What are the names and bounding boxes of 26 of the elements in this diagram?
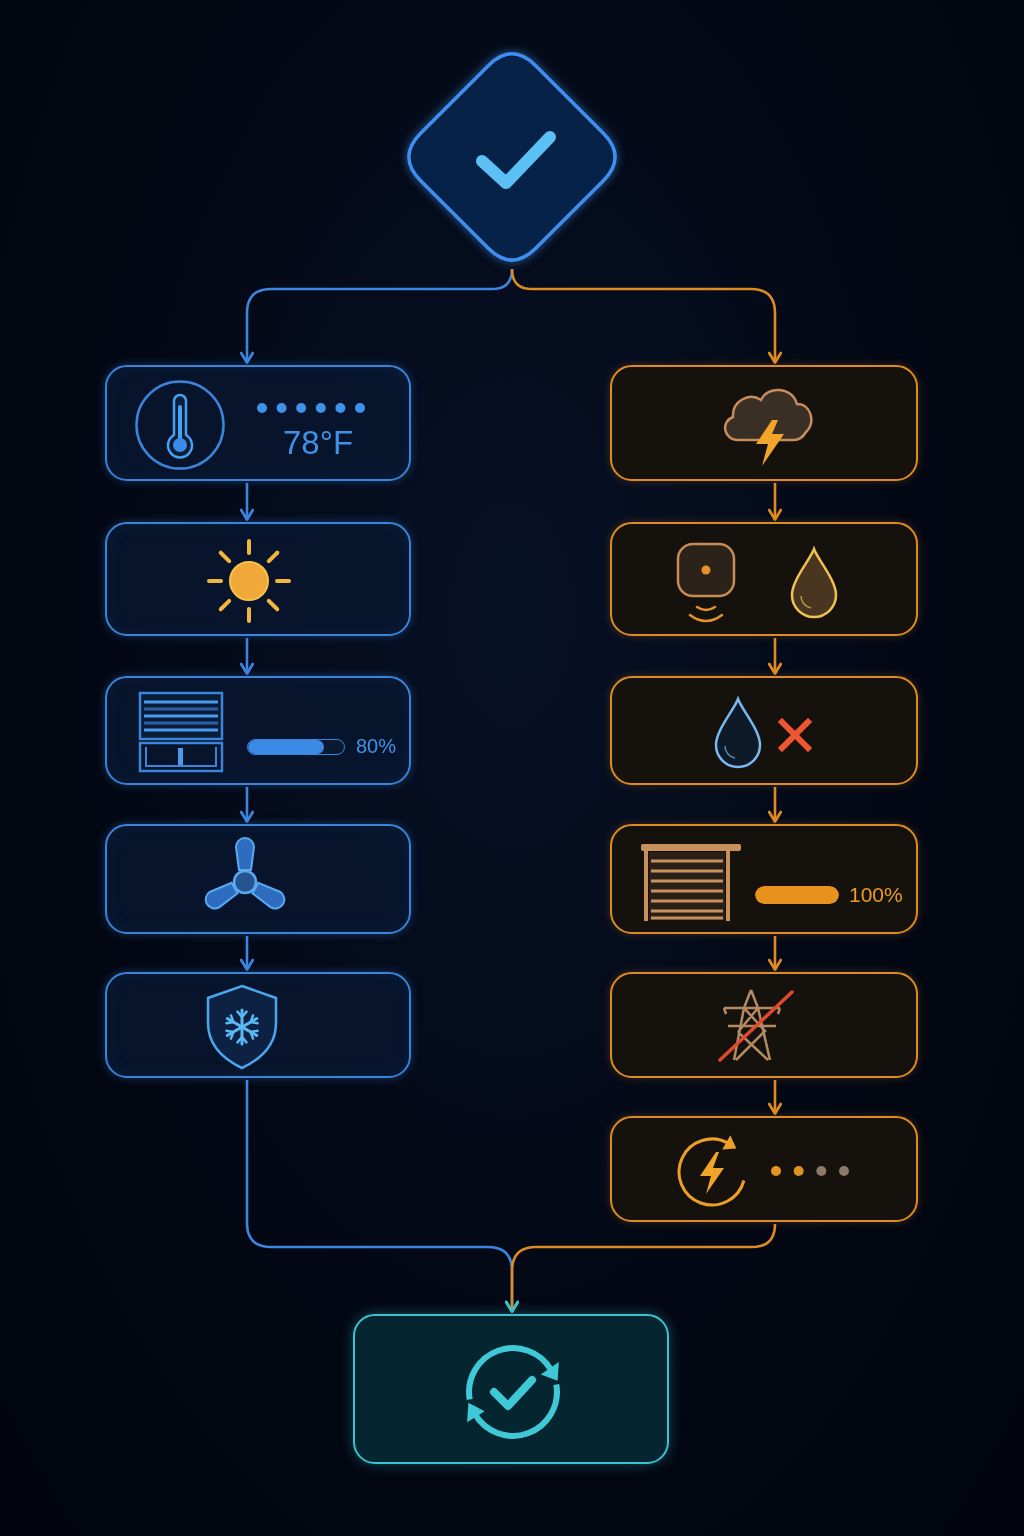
process-box xyxy=(610,1116,918,1222)
arrow xyxy=(767,638,783,675)
arrow xyxy=(239,936,255,971)
arrow xyxy=(239,483,255,521)
arrow xyxy=(510,267,783,364)
percentage-label: 100% xyxy=(849,883,903,907)
arrow xyxy=(767,787,783,823)
process-box xyxy=(610,365,918,481)
process-box xyxy=(105,824,411,934)
temperature-value: 78°F xyxy=(283,425,354,462)
process-box xyxy=(610,824,918,934)
arrow xyxy=(239,787,255,823)
process-box xyxy=(610,972,918,1078)
percentage-label: 80% xyxy=(356,735,397,757)
process-box xyxy=(105,972,411,1078)
process-box xyxy=(610,522,918,636)
process-box xyxy=(105,676,411,785)
arrow xyxy=(239,638,255,675)
process-box xyxy=(353,1314,669,1464)
process-box xyxy=(105,365,411,481)
arrow xyxy=(767,936,783,971)
arrow xyxy=(767,483,783,521)
arrow xyxy=(767,1080,783,1115)
arrow xyxy=(504,1222,777,1313)
process-box xyxy=(610,676,918,785)
process-box xyxy=(105,522,411,636)
